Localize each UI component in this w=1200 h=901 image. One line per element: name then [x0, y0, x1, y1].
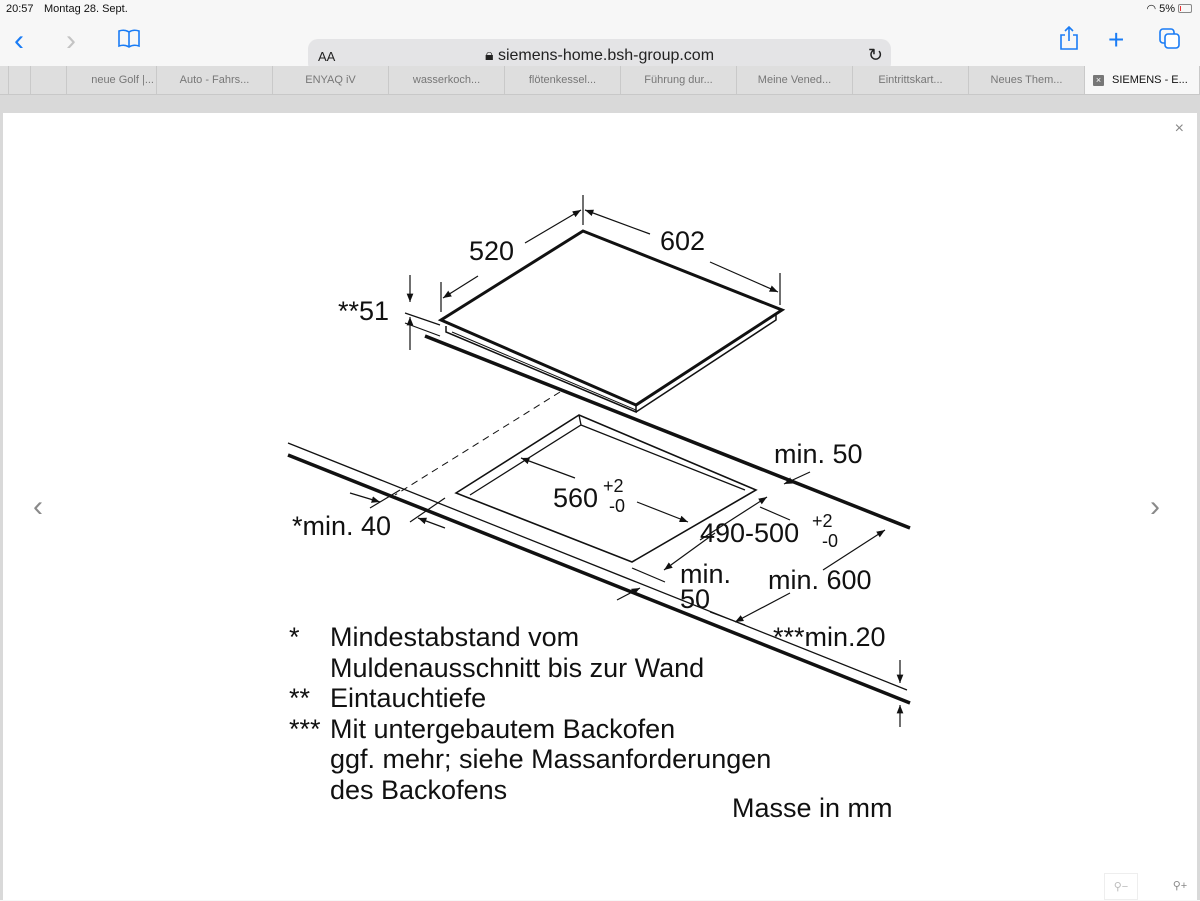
- cutout-width-tol-plus: +2: [603, 476, 624, 496]
- cutout-width-label: 560: [553, 483, 598, 513]
- tab-label: SIEMENS - E...: [1112, 74, 1188, 86]
- tab[interactable]: neue Golf |...: [67, 66, 157, 94]
- tab-bar: neue Golf |... Auto - Fahrs... ENYAQ iV …: [0, 66, 1200, 95]
- close-tab-icon[interactable]: ×: [1093, 74, 1104, 86]
- dim-width-label: 602: [660, 226, 705, 256]
- cutout-depth-label: 490-500: [700, 518, 799, 548]
- min-wall-label: *min. 40: [292, 511, 391, 541]
- battery-icon: [1178, 4, 1192, 13]
- min-front-label: min.: [680, 559, 731, 589]
- tab[interactable]: Eintrittskart...: [853, 66, 969, 94]
- note-text: Mindestabstand vom: [330, 622, 579, 652]
- cutout-width-tol-minus: -0: [609, 496, 625, 516]
- text-size-button[interactable]: AA: [318, 49, 336, 64]
- battery-percent: 5%: [1159, 2, 1175, 15]
- cutout-depth-tol-plus: +2: [812, 511, 833, 531]
- tab-active[interactable]: × SIEMENS - E...: [1085, 66, 1200, 94]
- close-lightbox-button[interactable]: ×: [1174, 120, 1184, 137]
- previous-image-button[interactable]: ‹: [33, 490, 43, 523]
- note-mark: **: [289, 683, 311, 713]
- share-icon[interactable]: [1059, 25, 1079, 54]
- note-mark: ***: [289, 714, 321, 744]
- tab[interactable]: flötenkessel...: [505, 66, 621, 94]
- reload-icon[interactable]: ↻: [867, 45, 883, 65]
- tab[interactable]: [0, 66, 9, 94]
- tab[interactable]: [9, 66, 31, 94]
- tabs-overview-icon[interactable]: [1159, 28, 1181, 54]
- date: Montag 28. Sept.: [44, 3, 128, 15]
- note-text: Muldenausschnitt bis zur Wand: [330, 653, 704, 683]
- dimension-lines: [349, 195, 904, 727]
- tab[interactable]: Meine Vened...: [737, 66, 853, 94]
- hob-drawing: [287, 229, 911, 705]
- bookmarks-icon[interactable]: [118, 28, 140, 52]
- back-button[interactable]: ‹: [14, 24, 24, 57]
- status-bar: 20:57 Montag 28. Sept. ◠5%: [0, 0, 1200, 18]
- min-back-label: min. 50: [774, 439, 863, 469]
- note-text: Eintauchtiefe: [330, 683, 486, 713]
- lock-icon: 🔒︎: [484, 47, 494, 64]
- dim-height-label: **51: [338, 296, 389, 326]
- note-text: des Backofens: [330, 775, 507, 805]
- tab[interactable]: Auto - Fahrs...: [157, 66, 273, 94]
- tab[interactable]: [31, 66, 67, 94]
- tab[interactable]: Neues Them...: [969, 66, 1085, 94]
- cutout-depth-tol-minus: -0: [822, 531, 838, 551]
- min-front-value: 50: [680, 584, 710, 614]
- note-text: Mit untergebautem Backofen: [330, 714, 675, 744]
- note-text: ggf. mehr; siehe Massanforderungen: [330, 744, 771, 774]
- tab[interactable]: wasserkoch...: [389, 66, 505, 94]
- dim-depth-label: 520: [469, 236, 514, 266]
- url-text: siemens-home.bsh-group.com: [497, 47, 715, 64]
- min-thickness-label: ***min.20: [773, 622, 886, 652]
- footnotes: * Mindestabstand vom Muldenausschnitt bis…: [289, 622, 771, 805]
- note-mark: *: [289, 622, 300, 652]
- min-counter-label: min. 600: [768, 565, 872, 595]
- tab[interactable]: Führung dur...: [621, 66, 737, 94]
- units-label: Masse in mm: [732, 793, 893, 823]
- next-image-button[interactable]: ›: [1150, 490, 1160, 523]
- clock: 20:57: [6, 3, 34, 15]
- forward-button[interactable]: ›: [66, 24, 76, 57]
- zoom-in-icon[interactable]: ⚲+: [1172, 880, 1188, 892]
- tab[interactable]: ENYAQ iV: [273, 66, 389, 94]
- new-tab-icon[interactable]: +: [1108, 24, 1125, 55]
- wifi-icon: ◠: [1146, 3, 1157, 15]
